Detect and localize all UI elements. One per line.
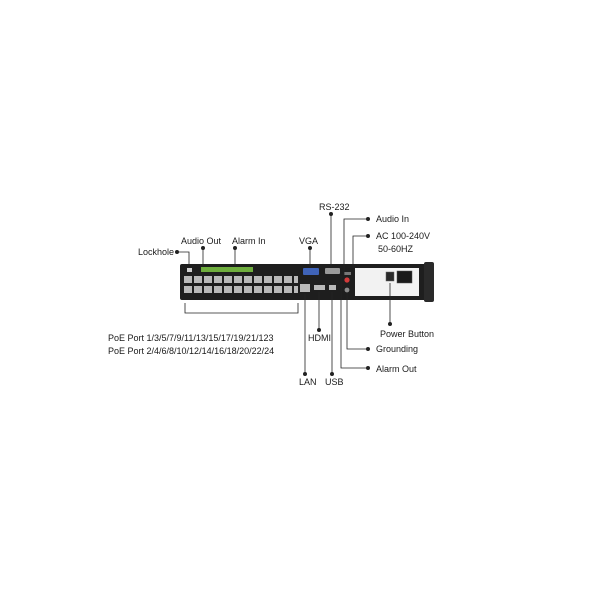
ac-power-dot — [366, 234, 370, 238]
lan-port — [300, 284, 310, 292]
usb-port — [329, 285, 336, 290]
poe-even-label: PoE Port 2/4/6/8/10/12/14/16/18/20/22/24 — [108, 346, 274, 356]
power-button-dot — [388, 322, 392, 326]
poe-port — [204, 276, 212, 283]
poe-port — [264, 276, 272, 283]
leader-lines — [177, 214, 391, 374]
poe-port — [194, 276, 202, 283]
audio-out-terminal — [201, 267, 215, 272]
usb-label: USB — [325, 377, 344, 387]
hdmi-label: HDMI — [308, 333, 331, 343]
poe-port — [294, 276, 298, 283]
lan-dot — [303, 372, 307, 376]
usb-dot — [330, 372, 334, 376]
poe-port — [284, 286, 292, 293]
audio-in-label: Audio In — [376, 214, 409, 224]
alarm-out-terminal — [344, 272, 351, 275]
poe-port — [194, 286, 202, 293]
grounding-label: Grounding — [376, 344, 418, 354]
poe-port — [244, 286, 252, 293]
poe-port — [184, 286, 192, 293]
grounding-screw — [344, 287, 350, 293]
alarm-out-dot — [366, 366, 370, 370]
poe-port — [214, 276, 222, 283]
audio-in-dot — [366, 217, 370, 221]
vga-dot — [308, 246, 312, 250]
rs232-connector — [325, 268, 340, 274]
vga-label: VGA — [299, 236, 318, 246]
callout-labels: RS-232 Audio In AC 100-240V 50-60HZ Lock… — [108, 202, 434, 387]
alarm-out-label: Alarm Out — [376, 364, 417, 374]
lockhole-icon — [187, 268, 192, 272]
audio-out-label: Audio Out — [181, 236, 222, 246]
power-button-label: Power Button — [380, 329, 434, 339]
audio-in-leader — [343, 218, 368, 276]
lockhole-dot — [175, 250, 179, 254]
poe-port — [224, 286, 232, 293]
poe-port — [204, 286, 212, 293]
alarm-out-leader — [340, 276, 368, 369]
lockhole-leader — [177, 251, 190, 266]
alarm-in-dot — [233, 246, 237, 250]
lan-label: LAN — [299, 377, 317, 387]
hdmi-port — [314, 285, 325, 290]
rs232-dot — [329, 212, 333, 216]
poe-bracket — [184, 303, 299, 314]
ac-power-label-line2: 50-60HZ — [378, 244, 414, 254]
audio-in-jack — [344, 277, 350, 283]
rs232-label: RS-232 — [319, 202, 350, 212]
poe-odd-label: PoE Port 1/3/5/7/9/11/13/15/17/19/21/123 — [108, 333, 273, 343]
vga-connector — [303, 268, 319, 275]
poe-port — [214, 286, 222, 293]
poe-port — [264, 286, 272, 293]
lockhole-label: Lockhole — [138, 247, 174, 257]
leader-dots — [175, 212, 392, 376]
poe-port — [294, 286, 298, 293]
poe-port-grid — [184, 276, 298, 293]
poe-port — [234, 286, 242, 293]
alarm-in-terminal-block — [215, 267, 253, 272]
poe-port — [284, 276, 292, 283]
power-socket — [396, 270, 413, 284]
poe-port — [244, 276, 252, 283]
poe-port — [254, 286, 262, 293]
grounding-leader — [346, 293, 368, 350]
hdmi-dot — [317, 328, 321, 332]
power-switch — [385, 271, 395, 282]
poe-port — [274, 276, 282, 283]
poe-port — [224, 276, 232, 283]
alarm-in-label: Alarm In — [232, 236, 266, 246]
ac-power-label-line1: AC 100-240V — [376, 231, 430, 241]
nvr-chassis — [180, 262, 434, 302]
front-ear — [424, 262, 434, 302]
poe-port — [184, 276, 192, 283]
ac-power-leader — [352, 235, 368, 268]
poe-port — [274, 286, 282, 293]
audio-out-dot — [201, 246, 205, 250]
grounding-dot — [366, 347, 370, 351]
poe-port — [234, 276, 242, 283]
poe-port — [254, 276, 262, 283]
